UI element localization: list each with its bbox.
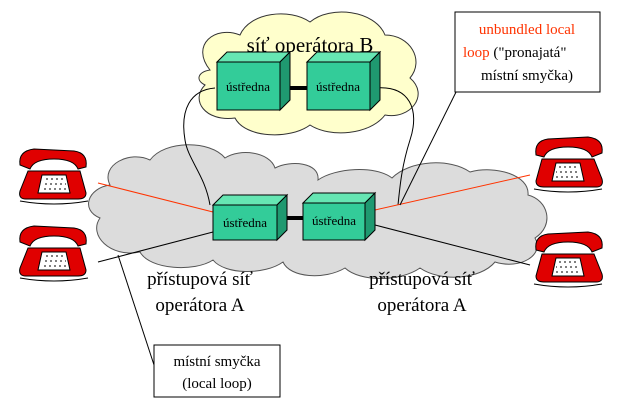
telephone-icon bbox=[19, 148, 89, 205]
callout-unbundled: unbundled local loop ("pronajatá" místní… bbox=[399, 11, 601, 206]
access-label-right: přístupová síť operátora A bbox=[369, 269, 475, 316]
access-left-line2: operátora A bbox=[155, 295, 244, 316]
telephone-icon bbox=[533, 231, 603, 288]
access-label-left: přístupová síť operátora A bbox=[147, 269, 253, 316]
switch-b-left: ústředna bbox=[215, 50, 292, 112]
switch-a-right: ústředna bbox=[301, 191, 377, 242]
unbundled-loop-word: loop bbox=[463, 45, 490, 61]
switch-label: ústředna bbox=[316, 79, 360, 94]
unbundled-line3: místní smyčka) bbox=[481, 68, 573, 84]
switch-label: ústředna bbox=[223, 215, 267, 230]
unbundled-line1: unbundled local bbox=[479, 22, 575, 38]
unbundled-line2: loop ("pronajatá" bbox=[463, 45, 566, 61]
callout-local-loop: místní smyčka (local loop) bbox=[117, 254, 281, 398]
local-loop-line1: místní smyčka bbox=[173, 354, 260, 370]
access-left-line1: přístupová síť bbox=[147, 269, 253, 290]
access-right-line1: přístupová síť bbox=[369, 269, 475, 290]
telephone-icon bbox=[19, 225, 89, 282]
loop-lines bbox=[97, 87, 531, 266]
local-loop-line2: (local loop) bbox=[182, 376, 252, 392]
unbundled-line2-rest: ("pronajatá" bbox=[490, 45, 567, 61]
switch-b-right: ústředna bbox=[305, 50, 382, 112]
access-right-line2: operátora A bbox=[377, 295, 466, 316]
switch-label: ústředna bbox=[226, 79, 270, 94]
telephone-icon bbox=[533, 136, 603, 193]
switch-a-left: ústředna bbox=[211, 193, 289, 242]
switch-label: ústředna bbox=[312, 213, 356, 228]
